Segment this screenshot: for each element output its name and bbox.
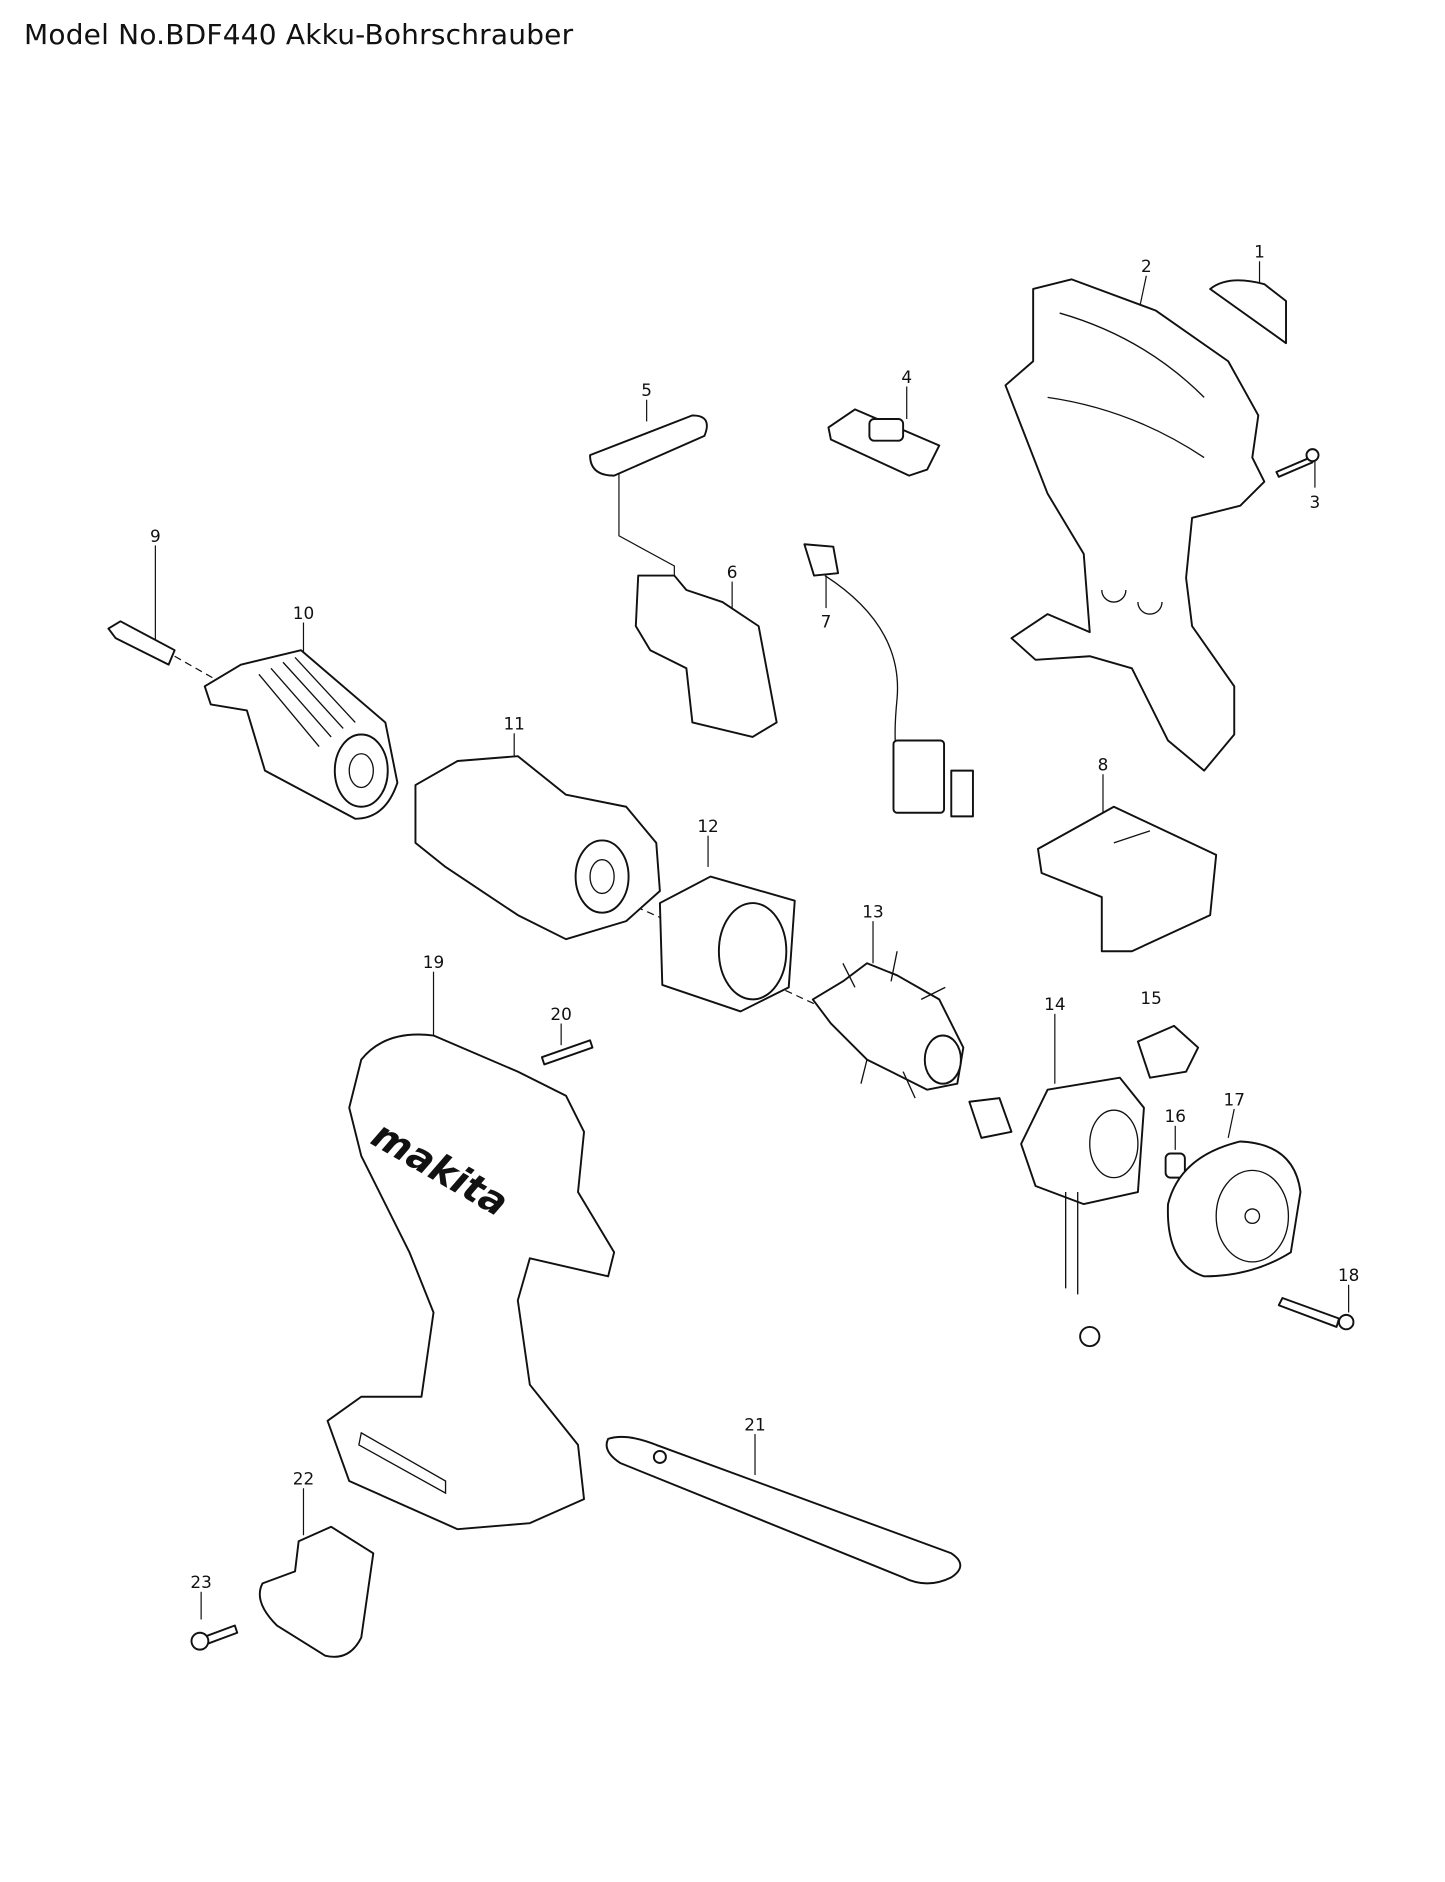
part-4-switch-lever xyxy=(827,408,941,477)
part-label-7: 7 xyxy=(821,611,832,631)
part-22-belt-hook xyxy=(258,1525,375,1658)
part-label-11: 11 xyxy=(503,714,524,734)
part-label-16: 16 xyxy=(1165,1106,1186,1126)
part-label-3: 3 xyxy=(1310,492,1321,512)
part-label-9: 9 xyxy=(150,526,161,546)
part-7-connector xyxy=(892,739,946,814)
part-19-housing-half xyxy=(326,1033,616,1531)
part-label-12: 12 xyxy=(697,816,718,836)
page-title: Model No.BDF440 Akku-Bohrschrauber xyxy=(24,18,574,51)
brush-holder-clip xyxy=(968,1097,1013,1139)
part-label-14: 14 xyxy=(1044,994,1065,1014)
part-label-4: 4 xyxy=(901,367,912,387)
part-17-rear-cover xyxy=(1166,1140,1302,1278)
part-14-brush-holder xyxy=(1020,1076,1145,1206)
part-2-housing-half xyxy=(1004,278,1266,772)
part-label-10: 10 xyxy=(293,603,314,623)
part-label-15: 15 xyxy=(1140,988,1161,1008)
part-label-23: 23 xyxy=(190,1572,211,1592)
part-16-sleeve xyxy=(1164,1152,1186,1179)
part-label-22: 22 xyxy=(293,1469,314,1489)
part-8-controller xyxy=(1037,805,1218,953)
part-6-switch xyxy=(634,574,778,738)
part-21-strap xyxy=(605,1435,962,1585)
part-5-capacitor xyxy=(589,414,708,477)
part-20-spring xyxy=(540,1039,594,1066)
part-label-13: 13 xyxy=(862,902,883,922)
part-9-screw xyxy=(107,620,176,666)
part-label-20: 20 xyxy=(550,1004,571,1024)
part-label-5: 5 xyxy=(641,380,652,400)
part-7-terminal xyxy=(803,543,840,577)
part-label-19: 19 xyxy=(423,952,444,972)
part-label-6: 6 xyxy=(727,562,738,582)
part-label-17: 17 xyxy=(1224,1089,1245,1109)
part-18-screw xyxy=(1277,1297,1340,1328)
part-number-labels: 1 2 3 4 5 6 7 8 9 10 11 12 13 14 15 16 1… xyxy=(150,242,1359,1593)
part-label-21: 21 xyxy=(744,1414,765,1434)
part-1-nameplate xyxy=(1209,279,1287,345)
part-label-8: 8 xyxy=(1098,755,1109,775)
part-label-18: 18 xyxy=(1338,1265,1359,1285)
chuck-knurl xyxy=(258,656,356,747)
part-label-1: 1 xyxy=(1254,242,1265,262)
part-15-carbon-brush xyxy=(1136,1024,1200,1079)
part-label-2: 2 xyxy=(1141,256,1152,276)
part-3-screw xyxy=(1275,456,1314,478)
part-11-gear-assembly xyxy=(414,755,661,941)
